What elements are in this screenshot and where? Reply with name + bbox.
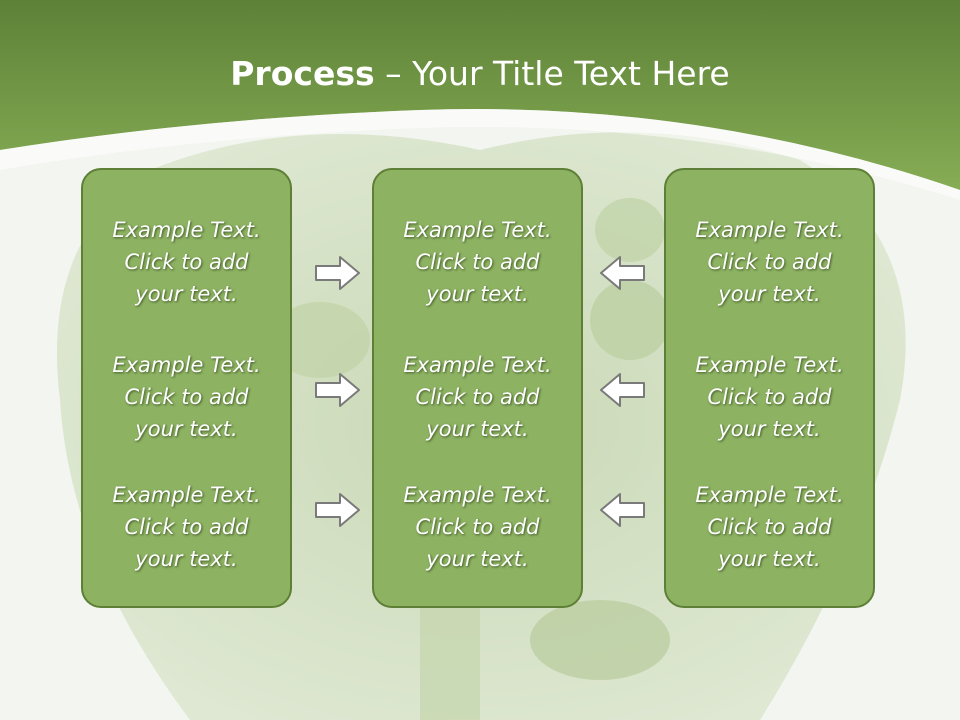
- text-placeholder[interactable]: Example Text. Click to add your text.: [374, 214, 581, 310]
- text-line: Example Text.: [403, 483, 552, 507]
- text-line: Example Text.: [403, 218, 552, 242]
- text-line: Example Text.: [112, 353, 261, 377]
- title-bold: Process: [230, 54, 375, 93]
- text-line: your text.: [135, 547, 238, 571]
- text-line: your text.: [135, 417, 238, 441]
- text-line: your text.: [426, 547, 529, 571]
- slide-title[interactable]: Process – Your Title Text Here: [0, 52, 960, 96]
- text-line: Example Text.: [695, 483, 844, 507]
- text-line: Click to add: [415, 515, 540, 539]
- process-card-middle[interactable]: Example Text. Click to add your text. Ex…: [372, 168, 583, 608]
- text-line: Example Text.: [403, 353, 552, 377]
- text-placeholder[interactable]: Example Text. Click to add your text.: [83, 214, 290, 310]
- text-placeholder[interactable]: Example Text. Click to add your text.: [666, 349, 873, 445]
- text-line: Example Text.: [112, 218, 261, 242]
- text-placeholder[interactable]: Example Text. Click to add your text.: [374, 479, 581, 575]
- text-line: Click to add: [124, 515, 249, 539]
- text-line: your text.: [135, 282, 238, 306]
- left-arrow-icon[interactable]: [598, 254, 646, 292]
- title-rest: – Your Title Text Here: [374, 54, 730, 93]
- text-placeholder[interactable]: Example Text. Click to add your text.: [666, 479, 873, 575]
- right-arrow-icon[interactable]: [314, 254, 362, 292]
- text-line: Click to add: [707, 385, 832, 409]
- text-placeholder[interactable]: Example Text. Click to add your text.: [666, 214, 873, 310]
- right-arrow-icon[interactable]: [314, 371, 362, 409]
- left-arrow-icon[interactable]: [598, 371, 646, 409]
- text-line: your text.: [718, 547, 821, 571]
- text-line: Click to add: [415, 385, 540, 409]
- right-arrow-icon[interactable]: [314, 491, 362, 529]
- text-placeholder[interactable]: Example Text. Click to add your text.: [83, 349, 290, 445]
- text-line: Example Text.: [112, 483, 261, 507]
- text-line: Click to add: [124, 385, 249, 409]
- text-line: Example Text.: [695, 218, 844, 242]
- text-line: your text.: [426, 282, 529, 306]
- text-line: your text.: [718, 417, 821, 441]
- text-line: Example Text.: [695, 353, 844, 377]
- process-card-left[interactable]: Example Text. Click to add your text. Ex…: [81, 168, 292, 608]
- text-line: Click to add: [124, 250, 249, 274]
- text-line: Click to add: [415, 250, 540, 274]
- text-line: your text.: [718, 282, 821, 306]
- text-placeholder[interactable]: Example Text. Click to add your text.: [83, 479, 290, 575]
- text-line: Click to add: [707, 250, 832, 274]
- text-line: your text.: [426, 417, 529, 441]
- text-placeholder[interactable]: Example Text. Click to add your text.: [374, 349, 581, 445]
- process-card-right[interactable]: Example Text. Click to add your text. Ex…: [664, 168, 875, 608]
- left-arrow-icon[interactable]: [598, 491, 646, 529]
- text-line: Click to add: [707, 515, 832, 539]
